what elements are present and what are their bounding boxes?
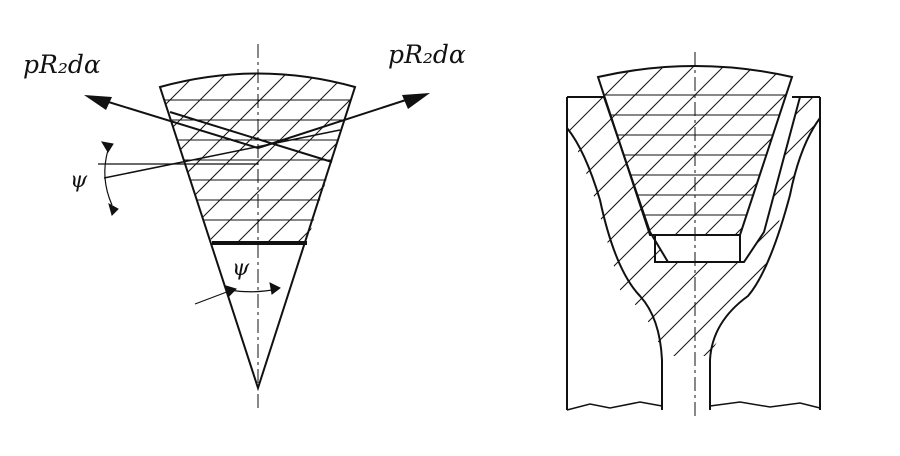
force-arrow-left xyxy=(84,95,259,149)
insert-outline xyxy=(596,65,794,236)
psi-angle-marker-lower xyxy=(194,282,281,305)
psi-label-upper: ψ xyxy=(70,168,88,193)
force-label-right: pR₂dα xyxy=(388,40,466,69)
force-arrow-right xyxy=(257,93,430,149)
die-section xyxy=(566,52,821,420)
die-groove xyxy=(566,117,821,410)
wedge-outline xyxy=(158,72,357,392)
die-wall-hatching xyxy=(567,97,820,356)
insert-bottom-block xyxy=(654,234,741,263)
die-outer-boundary xyxy=(566,96,821,410)
force-label-left: pR₂dα xyxy=(23,50,101,79)
diagonal-line-2 xyxy=(103,129,341,179)
diagonal-line-1 xyxy=(169,111,333,163)
psi-angle-marker-upper xyxy=(101,141,119,216)
die-cavity-outline xyxy=(603,96,801,263)
die-break-line xyxy=(566,401,821,411)
wedge-element xyxy=(98,44,357,412)
psi-label-lower: ψ xyxy=(232,256,250,281)
